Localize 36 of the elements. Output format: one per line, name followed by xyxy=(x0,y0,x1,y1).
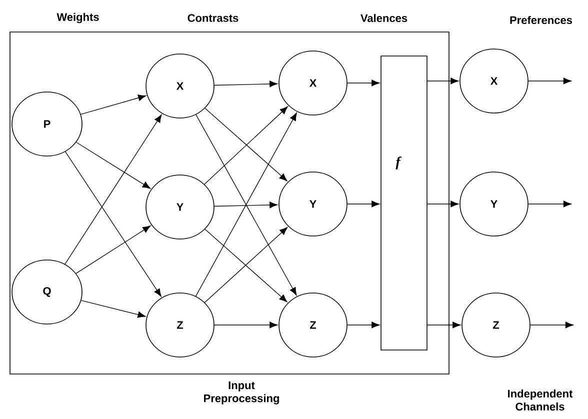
arrow xyxy=(528,200,572,208)
circle-node: Y xyxy=(146,174,214,240)
arrow xyxy=(65,151,162,297)
circle-node: X xyxy=(146,54,214,118)
arrow xyxy=(214,80,278,88)
arrow xyxy=(76,142,150,189)
arrow xyxy=(427,200,459,208)
circle-node: P xyxy=(12,92,82,156)
circle-node: X xyxy=(278,50,348,116)
column-heading: Valences xyxy=(360,14,408,22)
arrow xyxy=(214,322,278,328)
arrow xyxy=(64,114,162,264)
function-box: f xyxy=(380,56,428,350)
column-heading: Preferences xyxy=(510,16,572,24)
circle-node: Z xyxy=(462,292,530,358)
arrow xyxy=(80,300,146,318)
arrow xyxy=(347,80,380,86)
arrow xyxy=(347,200,380,208)
circle-node: Z xyxy=(146,292,214,358)
circle-node: Q xyxy=(12,260,82,324)
arrow xyxy=(528,78,572,84)
arrow xyxy=(530,322,574,328)
arrow xyxy=(347,322,380,328)
arrow xyxy=(214,202,278,208)
column-heading: Contrasts xyxy=(188,14,238,22)
arrow xyxy=(427,322,461,328)
circle-node: X xyxy=(460,48,528,114)
column-heading: Weights xyxy=(56,12,99,24)
arrow xyxy=(427,78,459,84)
circle-node: Y xyxy=(278,172,348,236)
node-label: Input Preprocessing xyxy=(204,382,279,404)
column-heading: Independent Channels xyxy=(508,389,573,411)
arrow xyxy=(76,226,151,274)
circle-node: Y xyxy=(460,172,528,236)
circle-node: Z xyxy=(278,292,348,358)
arrow xyxy=(80,94,146,115)
